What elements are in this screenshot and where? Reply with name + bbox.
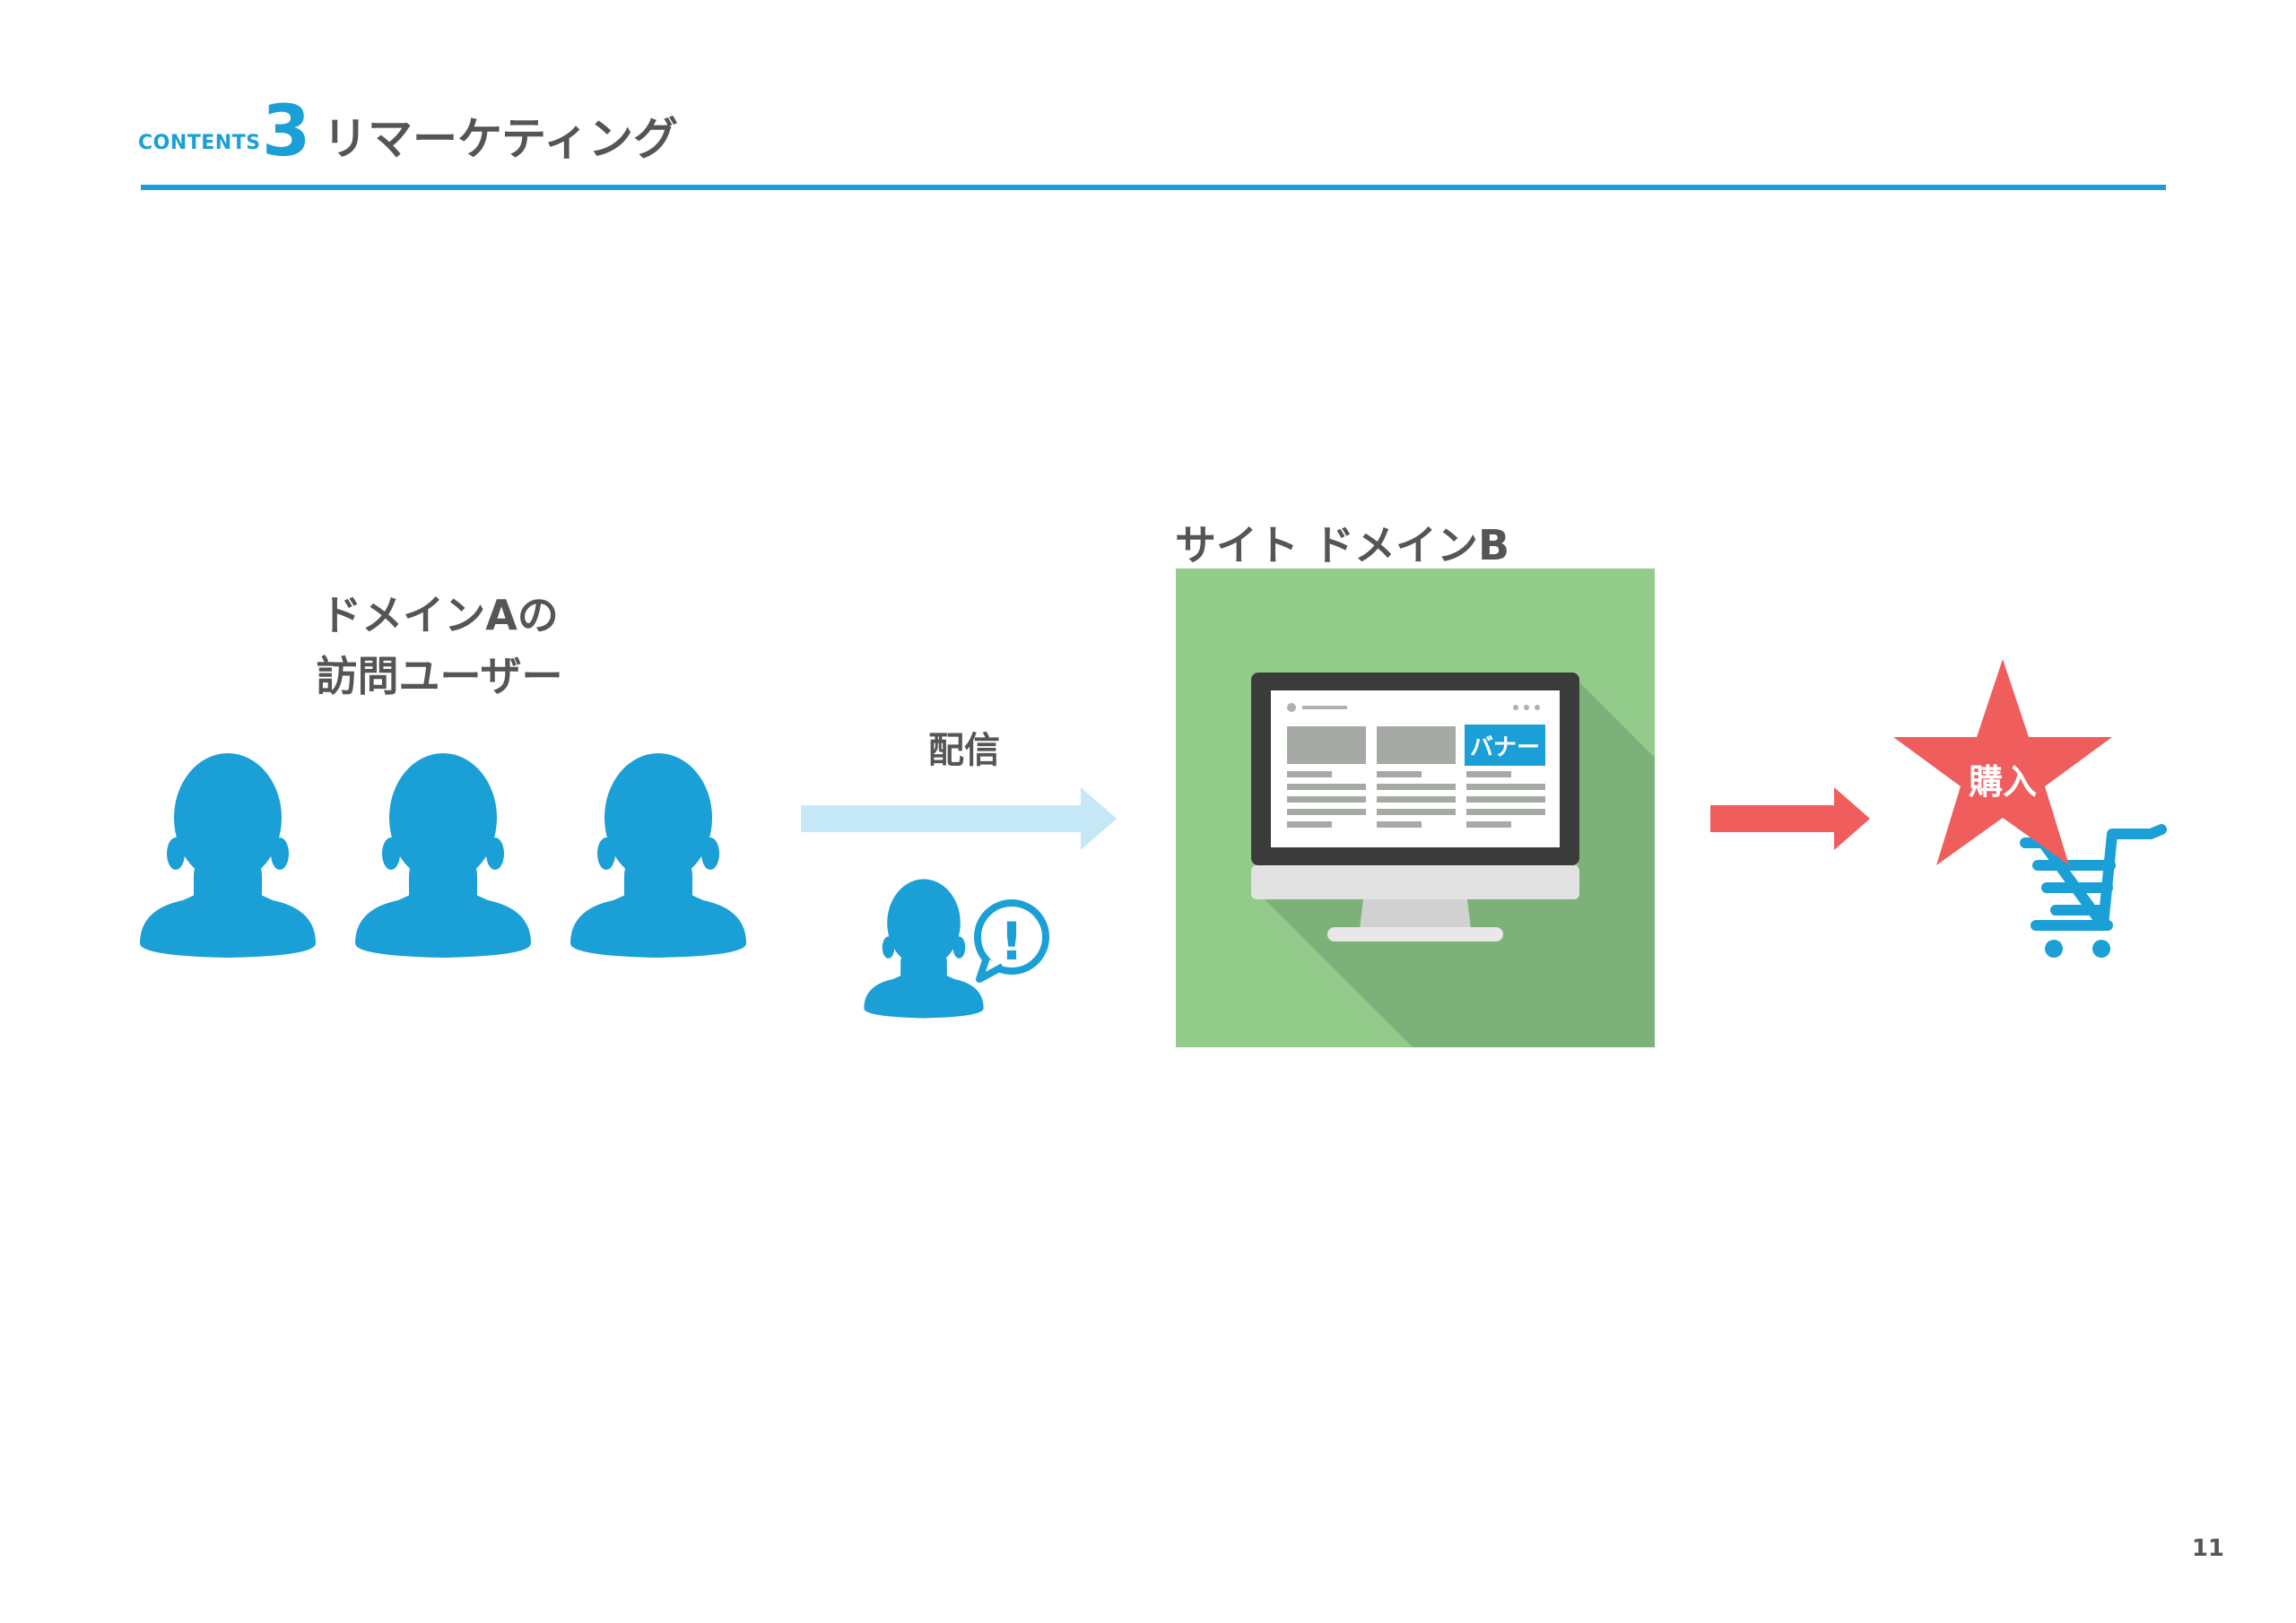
site-panel-shadow (1251, 681, 1655, 1047)
shopping-cart-icon (2020, 824, 2167, 958)
user-group-title-line1: ドメインAの (320, 591, 559, 639)
alert-mark: ! (1000, 911, 1023, 972)
banner-ad (1465, 725, 1545, 766)
section-number: 3 (262, 91, 311, 172)
delivery-label: 配信 (928, 730, 1000, 771)
user-icon (570, 753, 746, 958)
notified-user-icon (864, 879, 984, 1019)
user-icon (140, 753, 316, 958)
star-icon (1893, 659, 2112, 865)
delivery-arrow (801, 787, 1117, 850)
purchase-arrow (1710, 787, 1870, 850)
user-icon (355, 753, 531, 958)
speech-bubble-icon (974, 899, 1049, 983)
banner-label: バナー (1470, 734, 1540, 761)
page-number: 11 (2191, 1535, 2224, 1562)
notified-user: ! (864, 879, 1049, 1019)
purchase-label: 購入 (1969, 762, 2037, 802)
header-divider (141, 185, 2166, 190)
site-title: サイト ドメインB (1175, 521, 1510, 569)
contents-label: CONTENTS (138, 132, 261, 154)
monitor-icon (1251, 673, 1579, 942)
user-group (140, 753, 746, 958)
site-panel: バナー (1176, 568, 1655, 1047)
user-group-title-line2: 訪問ユーザー (316, 652, 563, 700)
section-title: リマーケティング (323, 113, 678, 165)
